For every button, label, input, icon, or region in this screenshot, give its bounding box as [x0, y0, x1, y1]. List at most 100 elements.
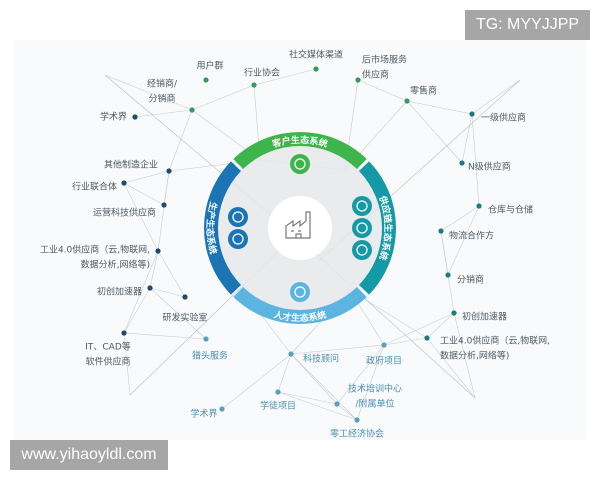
network-line	[277, 353, 292, 393]
node-dot	[147, 285, 153, 291]
node-label: 初创加速器	[97, 286, 142, 298]
network-line	[123, 332, 131, 396]
node-dot	[275, 389, 281, 395]
node-right: 分销商	[445, 272, 484, 286]
segment-customer[interactable]: 客户生态系统	[233, 132, 367, 170]
node-dot	[121, 180, 127, 186]
node-dot	[424, 335, 430, 341]
segment-arc	[358, 161, 396, 295]
node-top: 零售商	[404, 85, 437, 104]
node-label: 初创加速器	[462, 311, 507, 323]
segment-arc	[233, 132, 367, 170]
node-label: 一级供应商	[481, 112, 526, 124]
network-line	[277, 391, 358, 421]
node-label: 运营科技供应商	[93, 207, 156, 219]
node-label: 猎头服务	[192, 350, 228, 362]
node-left: 工业4.0供应商（云,物联网, 数据分析,网络等)	[40, 244, 161, 271]
node-label: 经销商/	[147, 78, 178, 90]
node-label: 科技顾问	[303, 353, 339, 365]
node-dot	[354, 417, 360, 423]
network-line	[426, 312, 455, 339]
node-dot	[182, 294, 188, 300]
node-label: 社交媒体渠道	[289, 49, 343, 61]
node-label: 行业协会	[244, 67, 280, 79]
node-left: 初创加速器	[97, 285, 153, 298]
node-label: 后市场服务	[362, 54, 407, 66]
node-left: 行业联合体	[72, 180, 127, 193]
node-left: 其他制造企业	[104, 159, 172, 174]
network-line	[440, 230, 455, 314]
node-bottom: 科技顾问	[288, 351, 339, 365]
node-label: 供应商	[362, 69, 389, 81]
node-dot	[445, 272, 451, 278]
node-dot	[381, 342, 387, 348]
network-line	[149, 250, 159, 289]
network-line	[447, 205, 480, 276]
network-line	[123, 182, 159, 252]
node-dot	[476, 203, 482, 209]
network-line	[149, 287, 186, 298]
network-line	[104, 74, 193, 111]
node-dot	[203, 336, 209, 342]
node-bottom: 技术培训中心/附属单位	[334, 383, 402, 410]
network-lines	[104, 68, 521, 421]
node-bottom: 政府项目	[366, 342, 402, 367]
segment-talent[interactable]: 人才生态系统	[233, 286, 367, 324]
node-dot	[469, 111, 475, 117]
node-dot	[251, 82, 257, 88]
network-line	[123, 332, 207, 340]
segment-label: 供应链生态系统	[376, 193, 394, 261]
segment-production[interactable]: 生产生态系统	[204, 161, 242, 295]
node-label: 学术界	[100, 111, 127, 123]
gears-icon	[228, 207, 248, 227]
node-dot	[155, 248, 161, 254]
node-right: N级供应商	[459, 160, 511, 173]
node-label: 分销商	[457, 274, 484, 286]
network-line	[356, 344, 385, 421]
network-line	[157, 170, 170, 252]
node-dot	[451, 310, 457, 316]
network-line	[277, 391, 338, 405]
node-label: 数据分析,网络等)	[440, 350, 509, 362]
people-icon	[290, 282, 310, 302]
node-bottom: 学术界	[190, 406, 225, 420]
network-line	[426, 337, 476, 399]
segment-supply-chain[interactable]: 供应链生态系统	[358, 161, 396, 295]
handshake-icon	[290, 154, 310, 174]
node-dot	[355, 77, 361, 83]
node-label: 零工经济协会	[330, 428, 384, 440]
segment-label: 客户生态系统	[270, 134, 329, 150]
node-right: 仓库与仓储	[476, 203, 533, 216]
node-dot	[121, 330, 127, 336]
node-dot	[132, 114, 138, 120]
node-label: 软件供应商	[85, 356, 130, 368]
network-line	[168, 109, 193, 172]
network-line	[336, 344, 385, 405]
node-label: 零售商	[410, 85, 437, 97]
network-line	[290, 353, 358, 421]
network-line	[157, 250, 186, 298]
node-left: 学术界	[100, 111, 138, 123]
node-label: 其他制造企业	[104, 159, 158, 171]
network-line	[123, 287, 151, 334]
segment-arc	[204, 161, 242, 295]
node-label: IT、CAD等	[85, 341, 131, 353]
node-label: 数据分析,网络等)	[81, 259, 150, 271]
node-label: 物流合作方	[449, 230, 494, 242]
node-label: 工业4.0供应商（云,物联网,	[40, 244, 150, 256]
watermark-url: www.yihaoyldl.com	[10, 440, 168, 470]
circuit-icon	[228, 229, 248, 249]
network-line	[290, 344, 385, 355]
network-line	[471, 113, 480, 207]
network-line	[440, 205, 480, 232]
node-right: 一级供应商	[469, 111, 526, 124]
network-line	[253, 68, 317, 86]
node-bottom: 猎头服务	[192, 336, 228, 362]
network-line	[453, 312, 476, 399]
node-dot	[404, 98, 410, 104]
node-label: /附属单位	[355, 398, 394, 410]
node-label: 研发实验室	[162, 312, 207, 324]
network-line	[191, 84, 255, 111]
node-right: 工业4.0供应商（云,物联网,数据分析,网络等)	[424, 335, 550, 362]
